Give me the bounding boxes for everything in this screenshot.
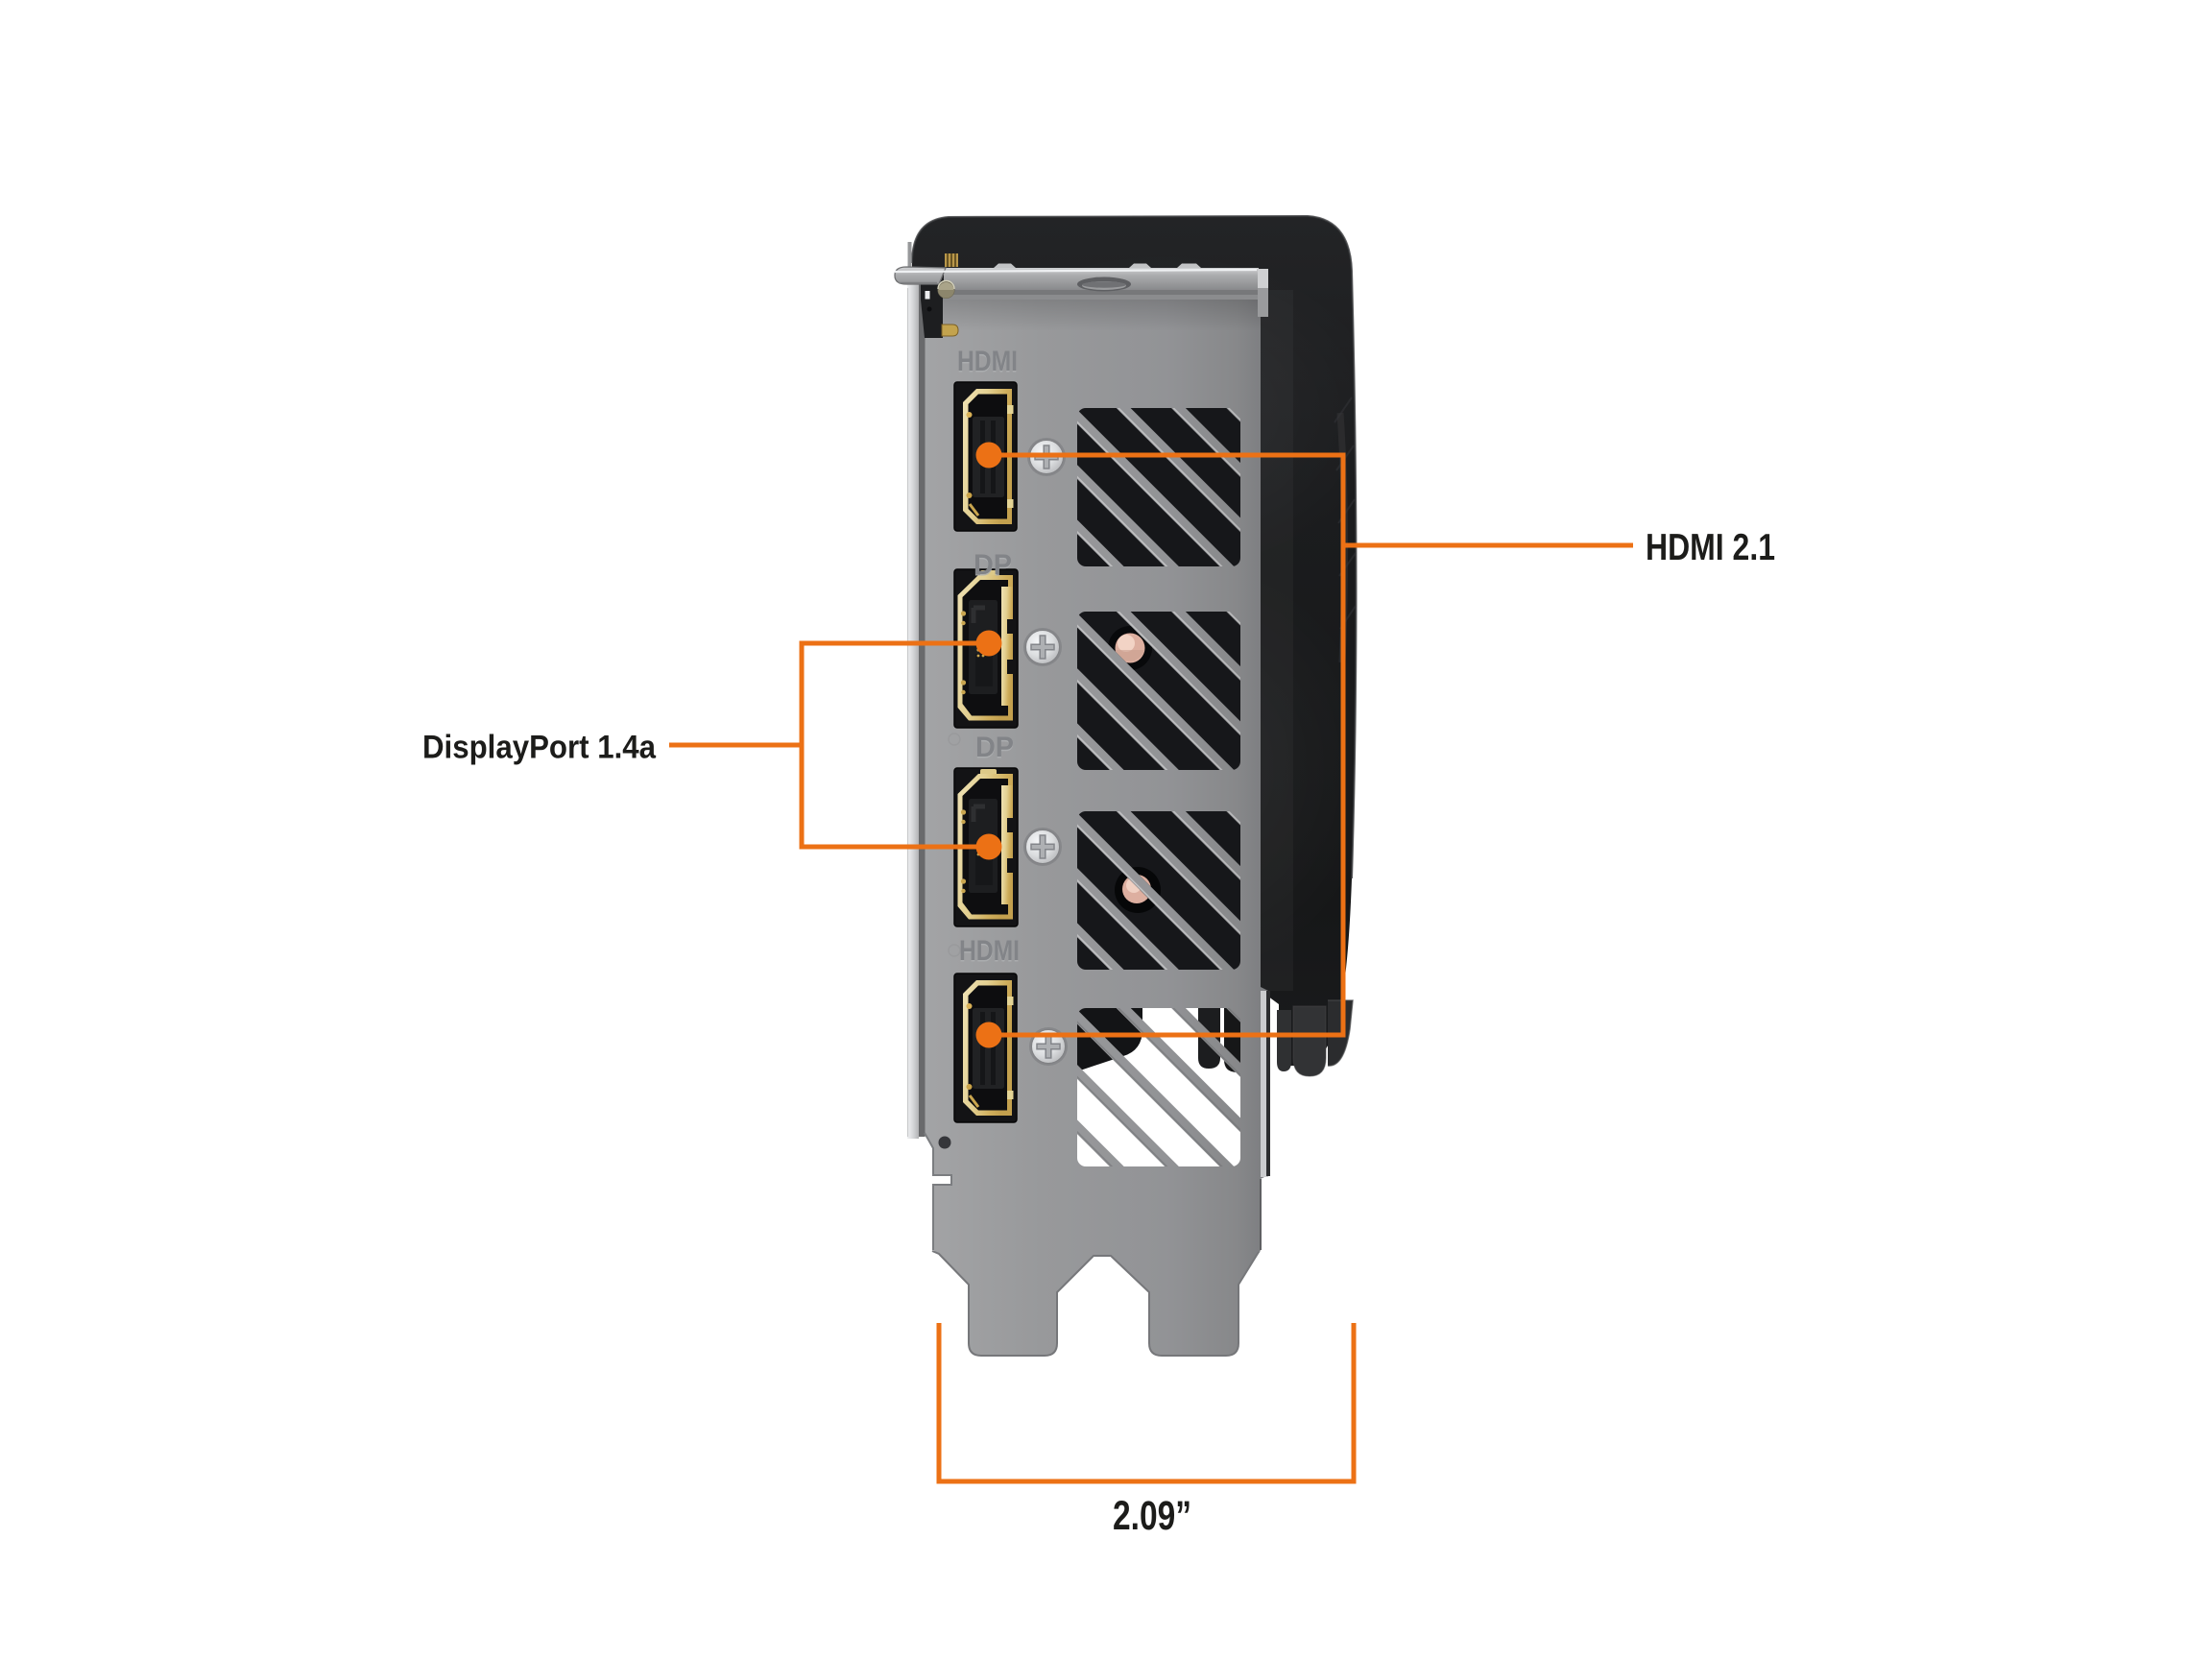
- svg-text:DP: DP: [974, 549, 1012, 581]
- svg-text:DP: DP: [975, 732, 1014, 763]
- svg-text:DP: DP: [974, 551, 1012, 583]
- svg-text:2.09”: 2.09”: [1113, 1494, 1191, 1539]
- svg-text:HDMI 2.1: HDMI 2.1: [1646, 527, 1775, 568]
- svg-text:DP: DP: [975, 733, 1014, 765]
- svg-text:DisplayPort 1.4a: DisplayPort 1.4a: [422, 730, 657, 766]
- svg-text:HDMI: HDMI: [959, 937, 1020, 969]
- svg-text:HDMI: HDMI: [957, 348, 1018, 379]
- svg-text:HDMI: HDMI: [957, 346, 1018, 377]
- svg-text:HDMI: HDMI: [959, 935, 1020, 967]
